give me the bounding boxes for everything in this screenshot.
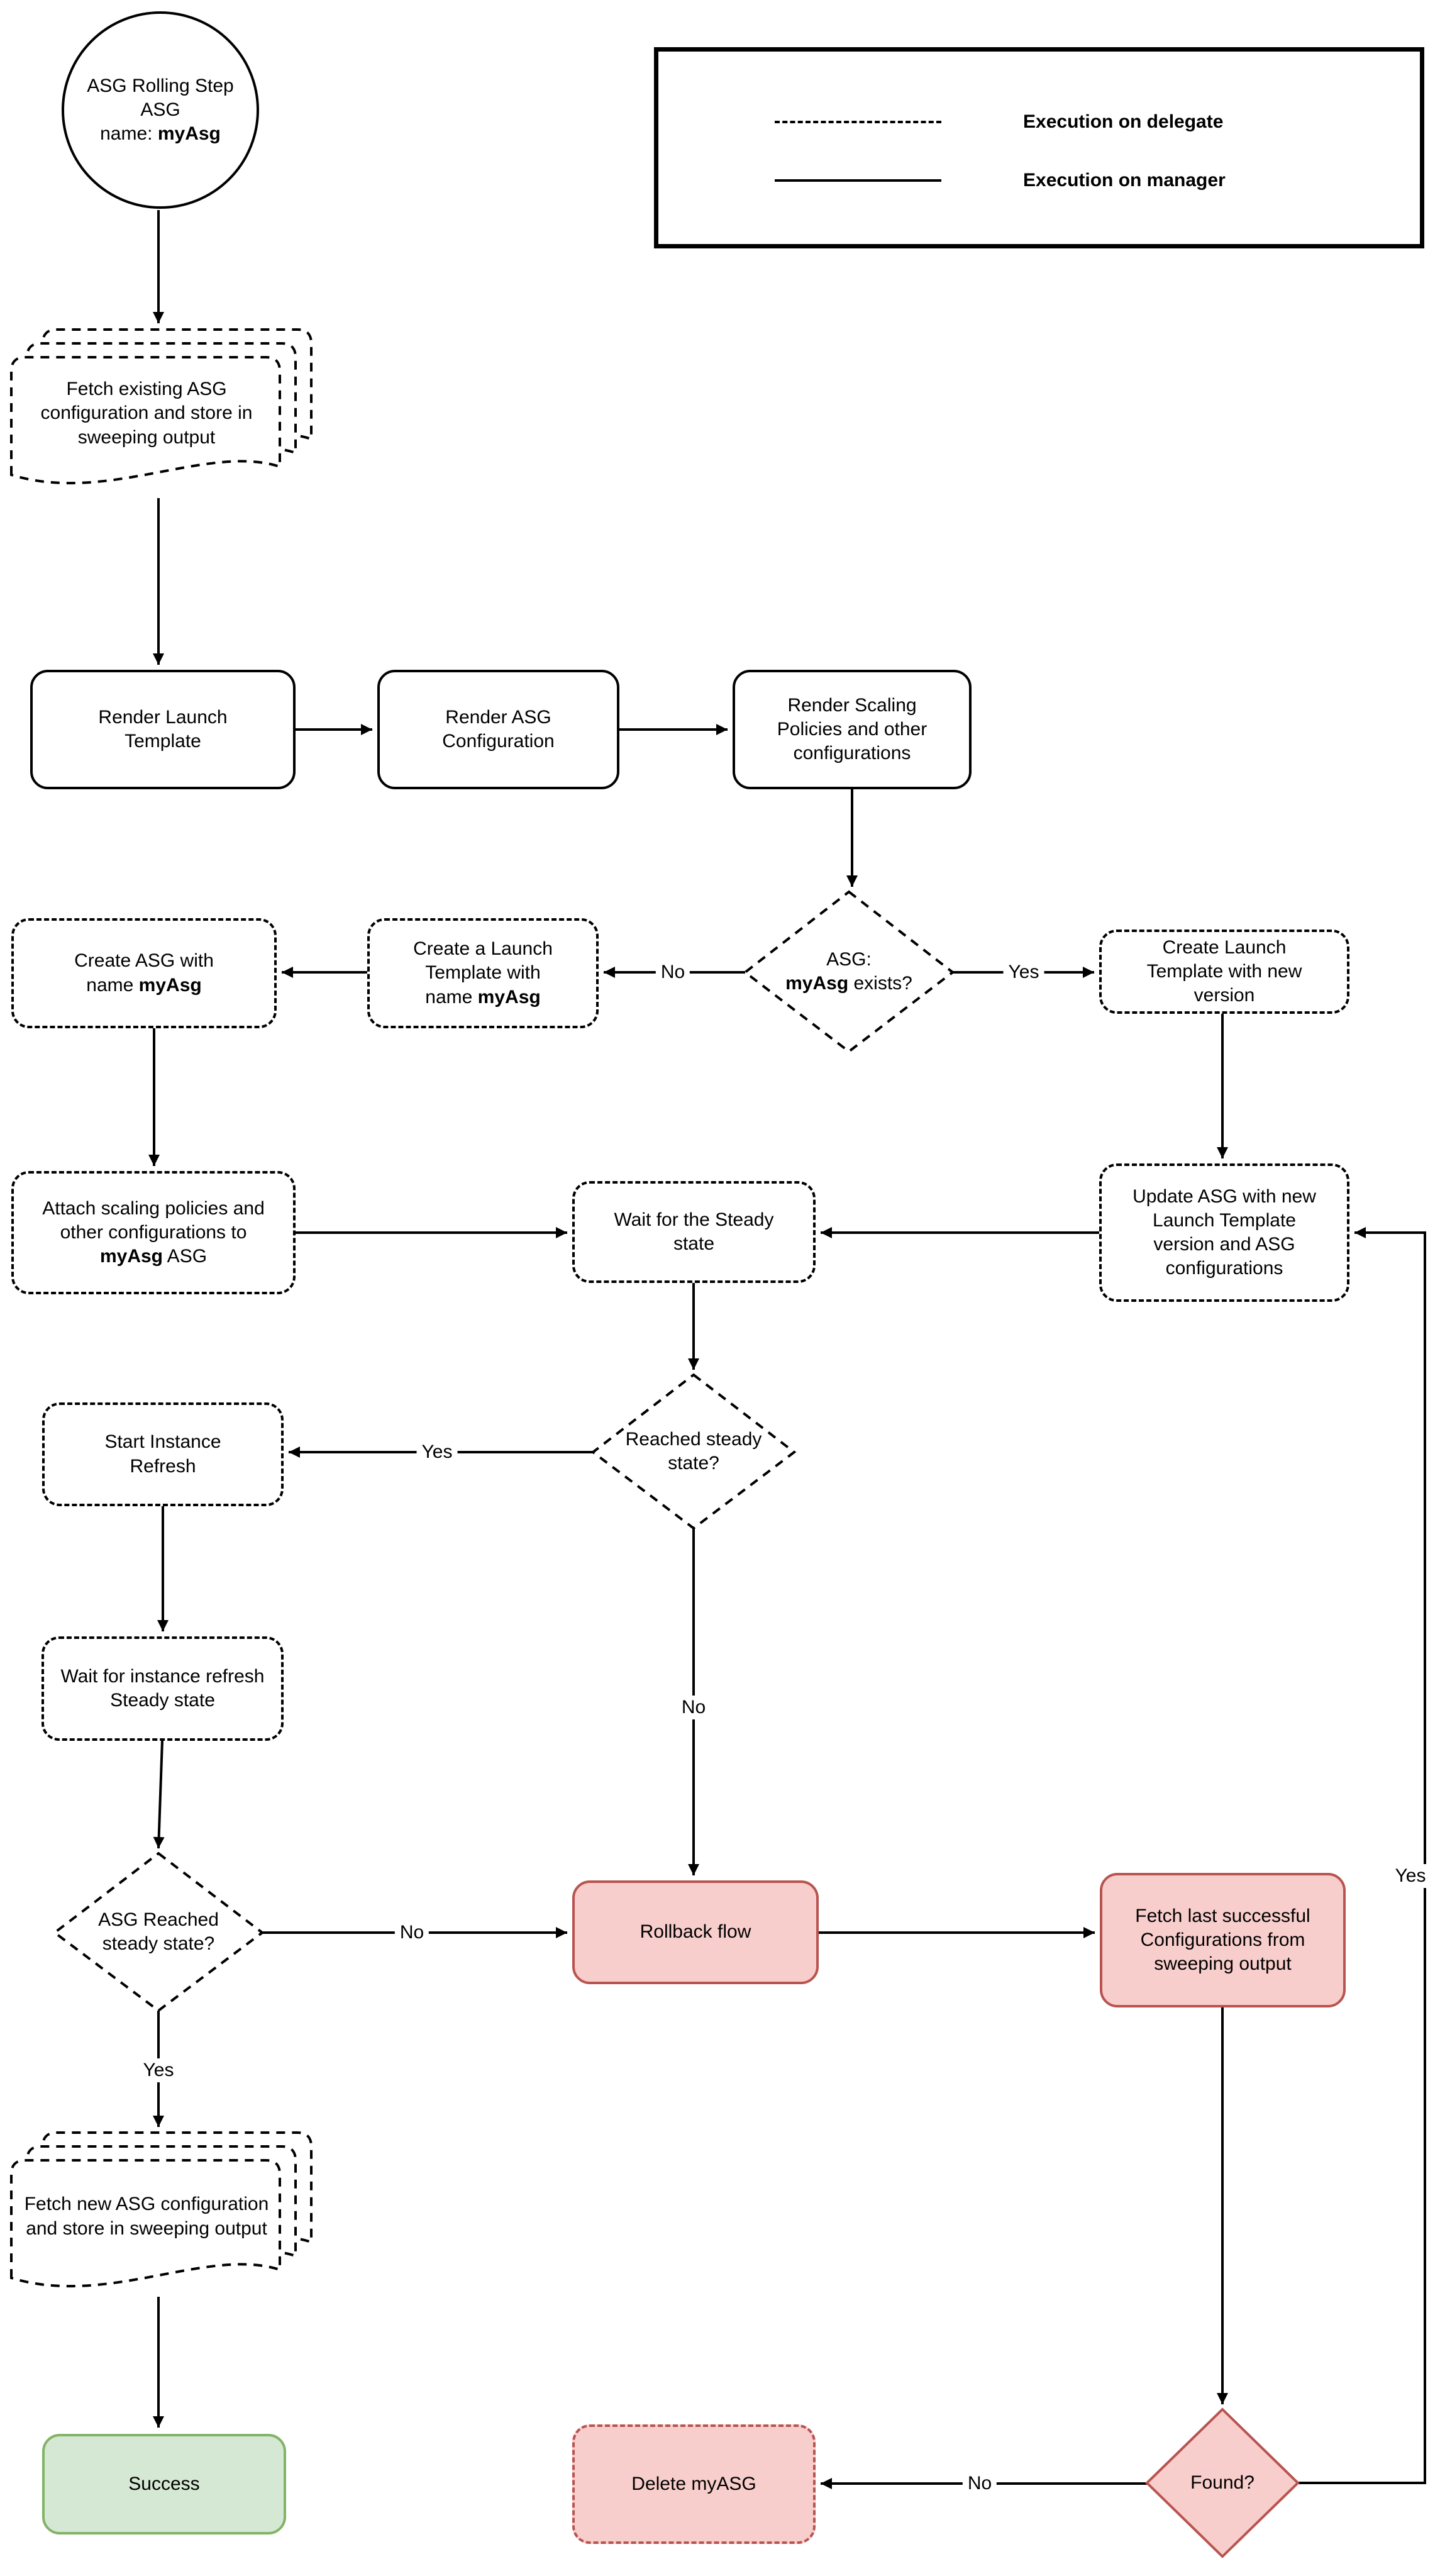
delete-myasg-node: Delete myASG — [572, 2424, 816, 2544]
attach-prefix: Attach scaling policies and other config… — [42, 1197, 265, 1243]
update-asg-node: Update ASG with new Launch Template vers… — [1099, 1163, 1349, 1302]
legend-box: Execution on delegate Execution on manag… — [654, 47, 1424, 248]
wait-steady-state-node: Wait for the Steady state — [572, 1181, 816, 1283]
asg-reached-steady-diamond-shape — [52, 1852, 265, 2012]
fetch-new-config-label: Fetch new ASG configuration and store in… — [24, 2194, 269, 2239]
edge-label-asg-reached-no: No — [394, 1921, 429, 1945]
create-asg-prefix: Create ASG with name — [74, 950, 214, 996]
render-launch-template-label: Render Launch Template — [98, 706, 228, 752]
clt-bold: myAsg — [477, 986, 541, 1008]
legend-delegate-label: Execution on delegate — [1023, 111, 1224, 132]
edge-label-found-no: No — [962, 2472, 997, 2496]
edge-label-asg-reached-yes: Yes — [138, 2058, 179, 2082]
delete-myasg-label: Delete myASG — [631, 2473, 756, 2494]
success-node: Success — [42, 2434, 286, 2534]
asg-exists-bold: myAsg — [785, 973, 849, 994]
start-line3-bold: myAsg — [157, 123, 221, 145]
create-launch-template-myasg-node: Create a Launch Template with name myAsg — [367, 918, 599, 1028]
reached-steady-decision-label: Reached steady state? — [625, 1428, 762, 1474]
start-line3-prefix: name: — [100, 123, 158, 145]
reached-steady-decision-node: Reached steady state? — [606, 1404, 782, 1499]
start-line1: ASG Rolling Step — [87, 75, 234, 96]
edge-wait-ir-to-asg-reached — [153, 1740, 165, 1849]
fetch-last-successful-node: Fetch last successful Configurations fro… — [1100, 1873, 1346, 2007]
fetch-existing-document-shape — [10, 328, 313, 485]
rollback-flow-node: Rollback flow — [572, 1880, 819, 1984]
start-line2: ASG — [140, 99, 180, 120]
document-front-sheet — [10, 2159, 281, 2288]
reached-steady-diamond-shape — [590, 1373, 797, 1530]
wait-instance-refresh-node: Wait for instance refresh Steady state — [42, 1636, 284, 1741]
asg-exists-decision-node: ASG: myAsg exists? — [767, 924, 931, 1019]
edge-label-exists-no: No — [655, 960, 690, 984]
render-launch-template-node: Render Launch Template — [30, 670, 296, 789]
fetch-existing-node: Fetch existing ASG configuration and sto… — [18, 362, 275, 465]
rollback-flow-label: Rollback flow — [640, 1921, 751, 1943]
asg-exists-diamond-shape — [743, 890, 955, 1053]
dashed-line-sample — [775, 121, 941, 123]
render-asg-configuration-node: Render ASG Configuration — [377, 670, 619, 789]
start-instance-refresh-node: Start Instance Refresh — [42, 1402, 284, 1506]
document-front-sheet — [10, 356, 281, 485]
create-asg-bold: myAsg — [138, 974, 202, 996]
clt-prefix: Create a Launch Template with name — [413, 938, 553, 1008]
fetch-existing-label: Fetch existing ASG configuration and sto… — [40, 379, 253, 448]
start-instance-refresh-label: Start Instance Refresh — [104, 1431, 221, 1477]
legend-manager-label: Execution on manager — [1023, 170, 1226, 191]
asg-exists-suffix: exists? — [848, 973, 912, 994]
render-scaling-policies-node: Render Scaling Policies and other config… — [733, 670, 972, 789]
create-asg-myasg-label: Create ASG with name myAsg — [65, 949, 223, 997]
render-scaling-policies-label: Render Scaling Policies and other config… — [777, 694, 928, 764]
attach-scaling-policies-node: Attach scaling policies and other config… — [11, 1171, 296, 1294]
asg-reached-steady-decision-label: ASG Reached steady state? — [98, 1909, 219, 1954]
render-asg-configuration-label: Render ASG Configuration — [442, 706, 555, 752]
found-diamond-shape — [1145, 2407, 1300, 2558]
asg-reached-steady-decision-node: ASG Reached steady state? — [58, 1885, 259, 1979]
update-asg-label: Update ASG with new Launch Template vers… — [1133, 1185, 1316, 1279]
solid-line-sample — [775, 179, 941, 182]
fetch-new-config-node: Fetch new ASG configuration and store in… — [18, 2165, 275, 2268]
wait-instance-refresh-label: Wait for instance refresh Steady state — [60, 1665, 265, 1711]
create-launch-template-new-version-node: Create Launch Template with new version — [1099, 930, 1349, 1014]
edges — [148, 210, 1426, 2489]
edge-found-yes — [1298, 1227, 1426, 2484]
edge-label-reached-yes: Yes — [416, 1440, 458, 1464]
found-decision-label: Found? — [1190, 2472, 1254, 2493]
start-event-label: ASG Rolling Step ASG name: myAsg — [87, 74, 233, 146]
edge-label-reached-no: No — [676, 1696, 711, 1719]
attach-scaling-policies-label: Attach scaling policies and other config… — [31, 1197, 276, 1269]
create-launch-template-new-version-label: Create Launch Template with new version — [1146, 936, 1302, 1006]
success-label: Success — [128, 2473, 200, 2494]
asg-exists-line1: ASG: — [826, 948, 872, 970]
create-asg-myasg-node: Create ASG with name myAsg — [11, 918, 277, 1028]
attach-suffix: ASG — [163, 1246, 208, 1267]
edge-label-found-yes: Yes — [1390, 1864, 1431, 1888]
found-decision-node: Found? — [1160, 2451, 1285, 2514]
wait-steady-state-label: Wait for the Steady state — [614, 1209, 774, 1254]
edge-label-exists-yes: Yes — [1003, 960, 1044, 984]
fetch-last-successful-label: Fetch last successful Configurations fro… — [1135, 1905, 1310, 1975]
asg-exists-decision-label: ASG: myAsg exists? — [785, 948, 912, 996]
create-launch-template-myasg-label: Create a Launch Template with name myAsg — [407, 937, 558, 1009]
start-event-node: ASG Rolling Step ASG name: myAsg — [62, 11, 259, 209]
fetch-new-document-shape — [10, 2131, 313, 2288]
attach-bold: myAsg — [99, 1246, 163, 1267]
